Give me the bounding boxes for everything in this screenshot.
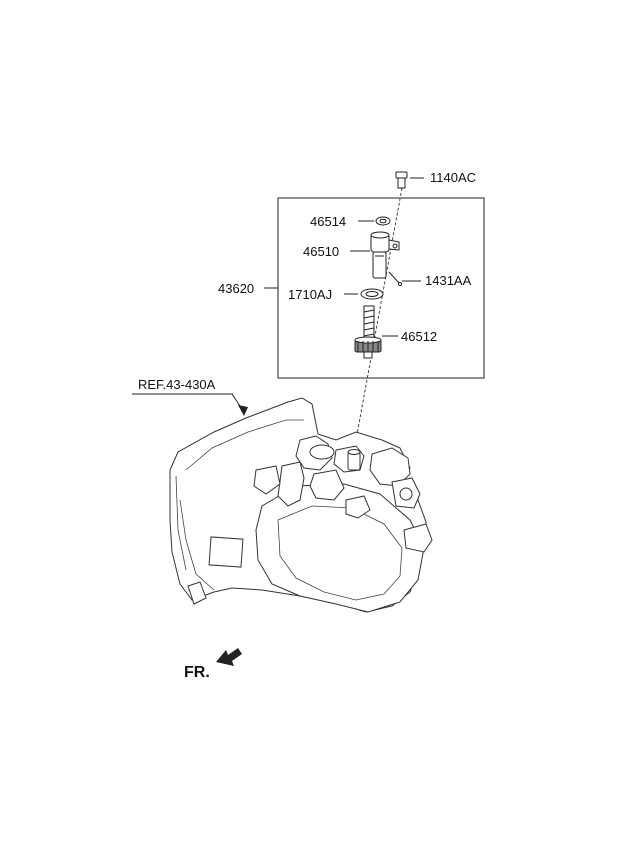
label-assembly: 43620	[218, 281, 254, 296]
label-gear: 46512	[401, 329, 437, 344]
leader-reference-arrow	[238, 405, 248, 416]
label-pin: 1431AA	[425, 273, 472, 288]
label-sensor: 46510	[303, 244, 339, 259]
assembly-centerline	[351, 187, 403, 463]
gear-shaft-part	[354, 305, 382, 359]
pin-part	[388, 271, 403, 287]
speed-sensor-part	[370, 231, 400, 279]
label-bolt: 1140AC	[430, 170, 476, 185]
bolt-part	[395, 171, 408, 189]
small-oring-part	[375, 216, 391, 226]
transaxle-housing	[169, 397, 433, 613]
label-small-oring: 46514	[310, 214, 346, 229]
oring-part	[360, 288, 384, 300]
label-reference: REF.43-430A	[138, 377, 216, 392]
front-arrow-icon	[216, 648, 242, 666]
label-oring: 1710AJ	[288, 287, 332, 302]
leader-reference	[132, 393, 245, 413]
label-front: FR.	[184, 664, 210, 681]
